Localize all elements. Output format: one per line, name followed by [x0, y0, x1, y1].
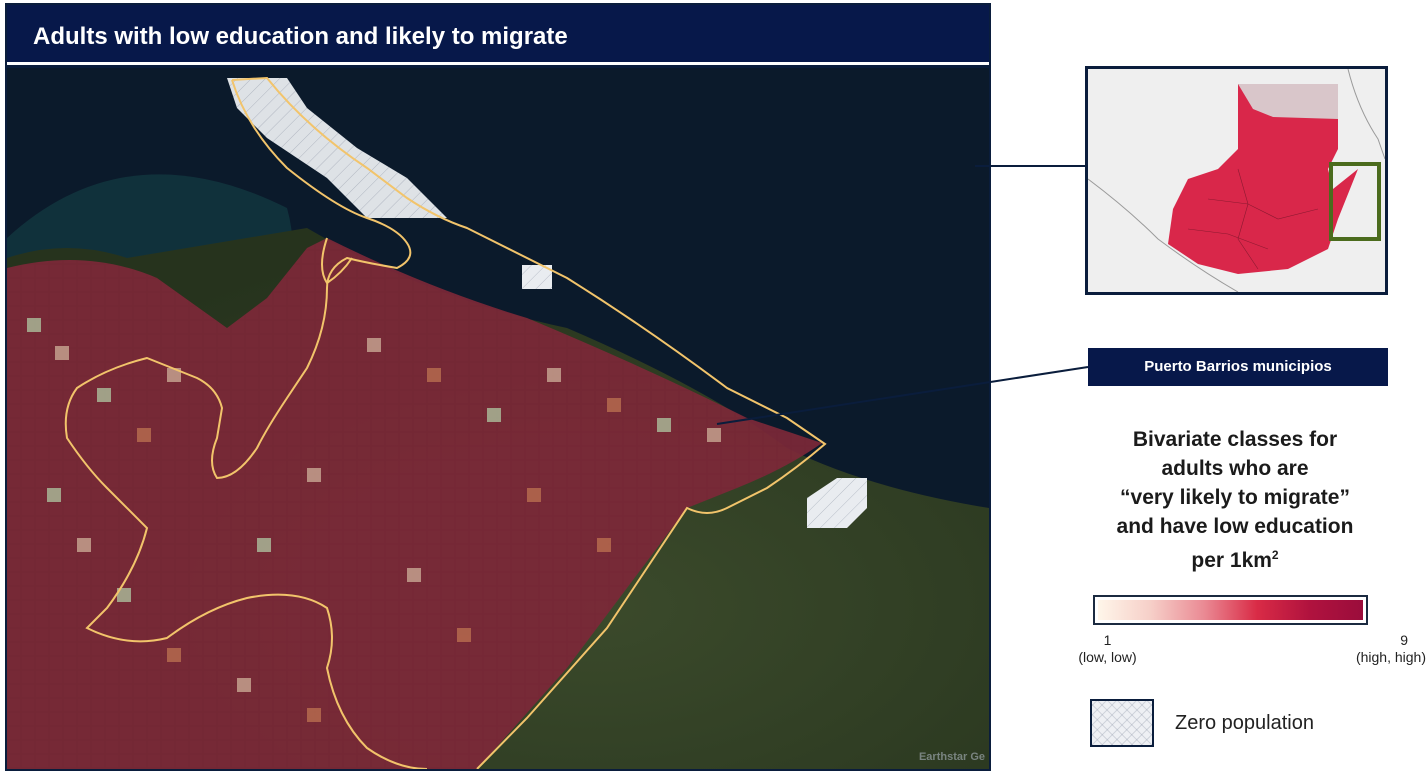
inset-border-line [1347, 69, 1385, 160]
inset-north-zero [1238, 84, 1338, 119]
area-label: Puerto Barrios municipios [1088, 348, 1388, 386]
ramp-min-desc: (low, low) [1078, 649, 1137, 665]
inset-highlight-box [1329, 162, 1381, 241]
legend-title-line: Bivariate classes for [1132, 428, 1338, 451]
zero-population-swatch [1090, 699, 1154, 747]
legend-title-line-unit: per 1km2 [1070, 541, 1400, 575]
inset-locator-map[interactable] [1085, 66, 1388, 295]
legend-unit-superscript: 2 [1271, 548, 1279, 562]
classified-area-grid [7, 238, 822, 769]
municipal-boundary-bay [321, 237, 353, 285]
zero-population-label: Zero population [1175, 712, 1314, 734]
legend-title-line: adults who are [1161, 457, 1309, 480]
ramp-max-value: 9 [1400, 632, 1408, 648]
legend-title: Bivariate classes for adults who are “ve… [1070, 425, 1400, 575]
map-title: Adults with low education and likely to … [7, 5, 989, 65]
inset-map-canvas [1088, 69, 1385, 292]
inset-internal-borders [1187, 168, 1319, 270]
legend-unit: per 1km [1191, 549, 1272, 572]
ramp-max-desc: (high, high) [1355, 649, 1426, 665]
legend-color-ramp-fill [1098, 600, 1363, 620]
legend-title-line: “very likely to migrate” [1120, 486, 1350, 509]
municipal-boundary-inlet [64, 79, 428, 769]
main-map-frame[interactable]: Adults with low education and likely to … [5, 3, 991, 771]
ramp-max-label: 9 (high, high) [1326, 632, 1426, 666]
inset-country-shape [1168, 84, 1358, 274]
raster-cells [27, 318, 721, 722]
inset-coastline [1088, 178, 1239, 292]
zero-population-peninsula [227, 78, 447, 218]
ramp-min-value: 1 [1103, 632, 1112, 648]
basemap-credit: Earthstar Ge [918, 751, 985, 763]
municipal-boundary-outer [231, 76, 827, 769]
map-canvas[interactable] [7, 68, 989, 769]
legend-color-ramp [1093, 595, 1368, 625]
legend-title-line: and have low education [1116, 515, 1354, 538]
zero-population-east [807, 478, 867, 528]
ramp-min-label: 1 (low, low) [1060, 632, 1155, 666]
